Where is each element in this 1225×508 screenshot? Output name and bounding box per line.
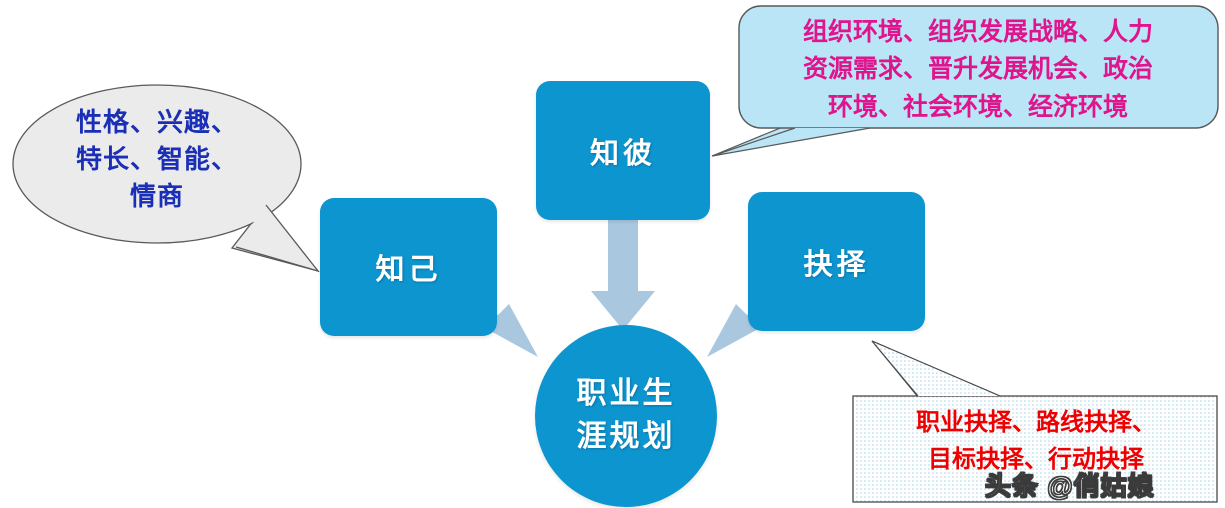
arrow-down-center-shape bbox=[591, 219, 655, 330]
speech-bubble-left-tail-outline bbox=[235, 204, 320, 273]
node-self-knowledge-label: 知己 bbox=[375, 254, 442, 286]
node-career-planning[interactable]: 职业生 涯规划 bbox=[535, 325, 717, 507]
node-career-planning-line-1: 职业生 bbox=[576, 377, 676, 411]
callout-dotted-body bbox=[852, 395, 1218, 503]
node-other-knowledge[interactable]: 知彼 bbox=[536, 81, 710, 220]
node-decision[interactable]: 抉择 bbox=[748, 192, 925, 331]
callout-cyan-tail-outline bbox=[711, 127, 871, 157]
speech-bubble-left bbox=[12, 84, 320, 273]
node-self-knowledge[interactable]: 知己 bbox=[320, 198, 497, 336]
callout-dotted bbox=[852, 340, 1218, 503]
callout-cyan-body bbox=[738, 5, 1219, 129]
callout-dotted-tail-outline bbox=[871, 340, 1001, 397]
speech-bubble-left-body bbox=[12, 84, 302, 244]
node-other-knowledge-label: 知彼 bbox=[589, 137, 656, 170]
node-decision-label: 抉择 bbox=[803, 248, 870, 281]
arrow-down-center bbox=[591, 219, 655, 330]
callout-cyan bbox=[711, 5, 1219, 157]
node-career-planning-line-2: 涯规划 bbox=[576, 420, 676, 453]
